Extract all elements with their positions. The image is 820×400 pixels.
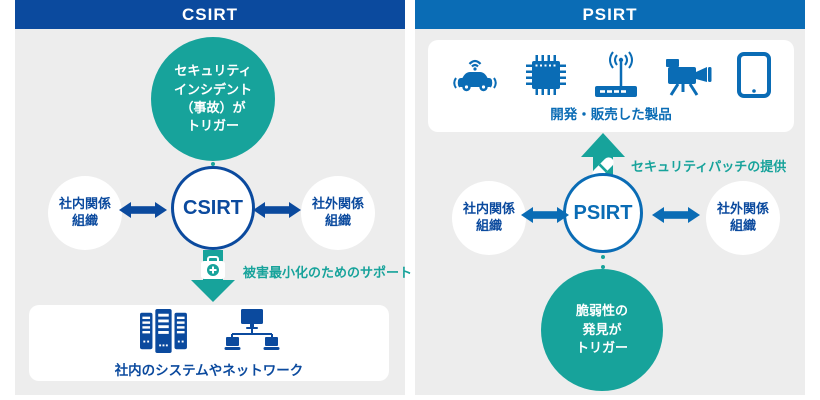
psirt-panel-title: PSIRT (415, 0, 805, 29)
org-line: 組織 (71, 213, 98, 228)
external-org-circle: 社外関係 組織 (301, 176, 375, 250)
internal-systems-label: 社内のシステムやネットワーク (114, 362, 304, 378)
internal-systems-box: 社内のシステムやネットワーク (29, 305, 389, 381)
products-box: 開発・販売した製品 (428, 40, 794, 132)
psirt-team-label: PSIRT (573, 201, 633, 224)
external-org-circle: 社外関係 組織 (706, 181, 780, 255)
cpu-chip-icon (523, 52, 569, 98)
trigger-line: 脆弱性の (575, 303, 628, 319)
incident-trigger-circle: セキュリティ インシデント （事故）が トリガー (151, 37, 275, 161)
psirt-panel-body: 開発・販売した製品 セキュリティパッチの提供 PSIRT (415, 29, 805, 395)
trigger-line: インシデント (173, 81, 252, 97)
csirt-panel: CSIRT セキュリティ インシデント （事故）が トリガー CSIRT 社内関… (15, 0, 412, 395)
double-arrow-icon (253, 200, 301, 220)
psirt-panel: PSIRT (415, 0, 805, 395)
internal-org-circle: 社内関係 組織 (48, 176, 122, 250)
double-arrow-icon (652, 205, 700, 225)
trigger-line: トリガー (186, 118, 239, 134)
org-line: 社外関係 (716, 201, 769, 217)
patch-label: セキュリティパッチの提供 (631, 159, 787, 174)
double-arrow-icon (119, 200, 167, 220)
internal-org-circle: 社内関係 組織 (452, 181, 526, 255)
org-line: 社外関係 (311, 196, 364, 212)
products-label: 開発・販売した製品 (550, 106, 672, 122)
csirt-team-circle: CSIRT (171, 166, 255, 250)
products-icon-row (449, 50, 773, 100)
wifi-router-icon (591, 50, 641, 100)
csirt-panel-body: セキュリティ インシデント （事故）が トリガー CSIRT 社内関係 組織 社… (15, 29, 412, 395)
trigger-line: トリガー (575, 340, 628, 356)
video-camera-icon (663, 52, 713, 98)
dotted-connector (601, 255, 605, 269)
org-line: 組織 (729, 218, 756, 233)
double-arrow-icon (521, 205, 569, 225)
csirt-team-label: CSIRT (183, 196, 243, 219)
trigger-line: セキュリティ (174, 63, 252, 79)
server-rack-icon (138, 308, 188, 354)
network-computers-icon (224, 308, 280, 354)
org-line: 組織 (324, 213, 351, 228)
tablet-icon (735, 51, 773, 99)
org-line: 社内関係 (58, 196, 111, 212)
trigger-line: （事故）が (180, 100, 246, 115)
vulnerability-trigger-circle: 脆弱性の 発見が トリガー (541, 269, 663, 391)
csirt-panel-title: CSIRT (15, 0, 405, 29)
org-line: 組織 (475, 218, 502, 233)
connected-car-icon (449, 53, 501, 97)
support-label: 被害最小化のためのサポート (243, 265, 413, 280)
systems-icon-row (138, 308, 280, 354)
org-line: 社内関係 (462, 201, 515, 217)
psirt-team-circle: PSIRT (563, 173, 643, 253)
trigger-line: 発見が (582, 321, 622, 337)
first-aid-kit-icon (200, 256, 226, 282)
